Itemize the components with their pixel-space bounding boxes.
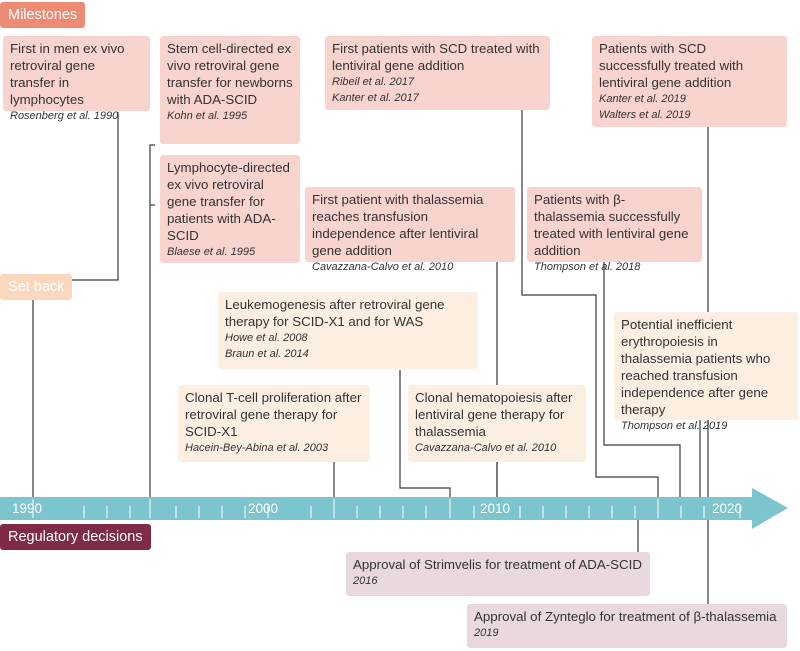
milestone-citation: Kanter et al. 2017 [332, 92, 419, 104]
setback-citation: Hacein-Bey-Abina et al. 2003 [185, 442, 329, 454]
regulatory-decisions-tag: Regulatory decisions [0, 524, 151, 550]
setback-citation: Cavazzana-Calvo et al. 2010 [415, 442, 557, 454]
setback-tag: Set back [0, 274, 73, 300]
setback-erythropoiesis: Potential inefficient erythropoiesis in … [614, 312, 798, 432]
milestone-citation: Cavazzana-Calvo et al. 2010 [312, 261, 454, 273]
setback-citation: Braun et al. 2014 [225, 348, 309, 360]
milestone-text: First in men ex vivo retroviral gene tra… [10, 41, 125, 107]
milestone-text: Lymphocyte-directed ex vivo retroviral g… [167, 160, 290, 243]
connector-leukemogenesis [399, 370, 451, 498]
setback-text: Clonal T-cell proliferation after retrov… [185, 390, 362, 439]
milestone-sickle-2019: Patients with SCD successfully treated w… [592, 36, 787, 127]
setback-leukemogenesis: Leukemogenesis after retroviral gene the… [218, 292, 478, 369]
setback-text: Potential inefficient erythropoiesis in … [621, 317, 771, 417]
milestone-text: Stem cell-directed ex vivo retroviral ge… [167, 41, 293, 107]
milestone-citation: Thompson et al. 2018 [534, 261, 641, 273]
milestone-citation: Walters et al. 2019 [599, 109, 691, 121]
milestone-text: First patient with thalassemia reaches t… [312, 192, 484, 258]
regulatory-year: 2016 [353, 575, 378, 587]
connector-rosenberg [32, 112, 119, 498]
milestone-citation: Kohn et al. 1995 [167, 110, 248, 122]
milestone-kohn: Stem cell-directed ex vivo retroviral ge… [160, 36, 300, 144]
regulatory-year: 2019 [474, 627, 499, 639]
setback-clonal-tcell: Clonal T-cell proliferation after retrov… [178, 385, 370, 462]
axis-label-2020: 2020 [712, 501, 743, 516]
setback-citation: Thompson et al. 2019 [621, 420, 728, 432]
milestone-text: First patients with SCD treated with len… [332, 41, 540, 73]
setback-clonal-hematopoiesis: Clonal hematopoiesis after lentiviral ge… [408, 385, 586, 462]
regulatory-text: Approval of Strimvelis for treatment of … [353, 557, 642, 572]
milestones-tag: Milestones [0, 2, 86, 28]
setback-citation: Howe et al. 2008 [225, 332, 308, 344]
regulatory-zynteglo: Approval of Zynteglo for treatment of β-… [467, 604, 787, 648]
axis-label-1990: 1990 [12, 501, 43, 516]
milestone-text: Patients with SCD successfully treated w… [599, 41, 744, 90]
milestone-citation: Kanter et al. 2019 [599, 93, 686, 105]
milestone-rosenberg: First in men ex vivo retroviral gene tra… [3, 36, 150, 122]
setback-text: Clonal hematopoiesis after lentiviral ge… [415, 390, 573, 439]
connector-kohn [149, 144, 155, 498]
milestone-beta-thal-2018: Patients with β-thalassemia successfully… [527, 187, 702, 273]
axis-label-2000: 2000 [248, 501, 279, 516]
milestone-blaese: Lymphocyte-directed ex vivo retroviral g… [160, 155, 300, 263]
milestone-citation: Ribeil et al. 2017 [332, 76, 414, 88]
setback-text: Leukemogenesis after retroviral gene the… [225, 297, 445, 329]
milestone-citation: Blaese et al. 1995 [167, 246, 256, 258]
milestone-thal-2010: First patient with thalassemia reaches t… [305, 187, 515, 273]
connector-beta-thal-2018 [603, 262, 681, 498]
milestone-citation: Rosenberg et al. 1990 [10, 110, 119, 122]
regulatory-text: Approval of Zynteglo for treatment of β-… [474, 609, 777, 624]
milestone-sickle-2017: First patients with SCD treated with len… [325, 36, 550, 110]
timeline-axis [0, 488, 788, 529]
regulatory-strimvelis: Approval of Strimvelis for treatment of … [346, 552, 650, 596]
connector-sickle-2017 [521, 110, 659, 498]
axis-label-2010: 2010 [480, 501, 511, 516]
milestone-text: Patients with β-thalassemia successfully… [534, 192, 689, 258]
